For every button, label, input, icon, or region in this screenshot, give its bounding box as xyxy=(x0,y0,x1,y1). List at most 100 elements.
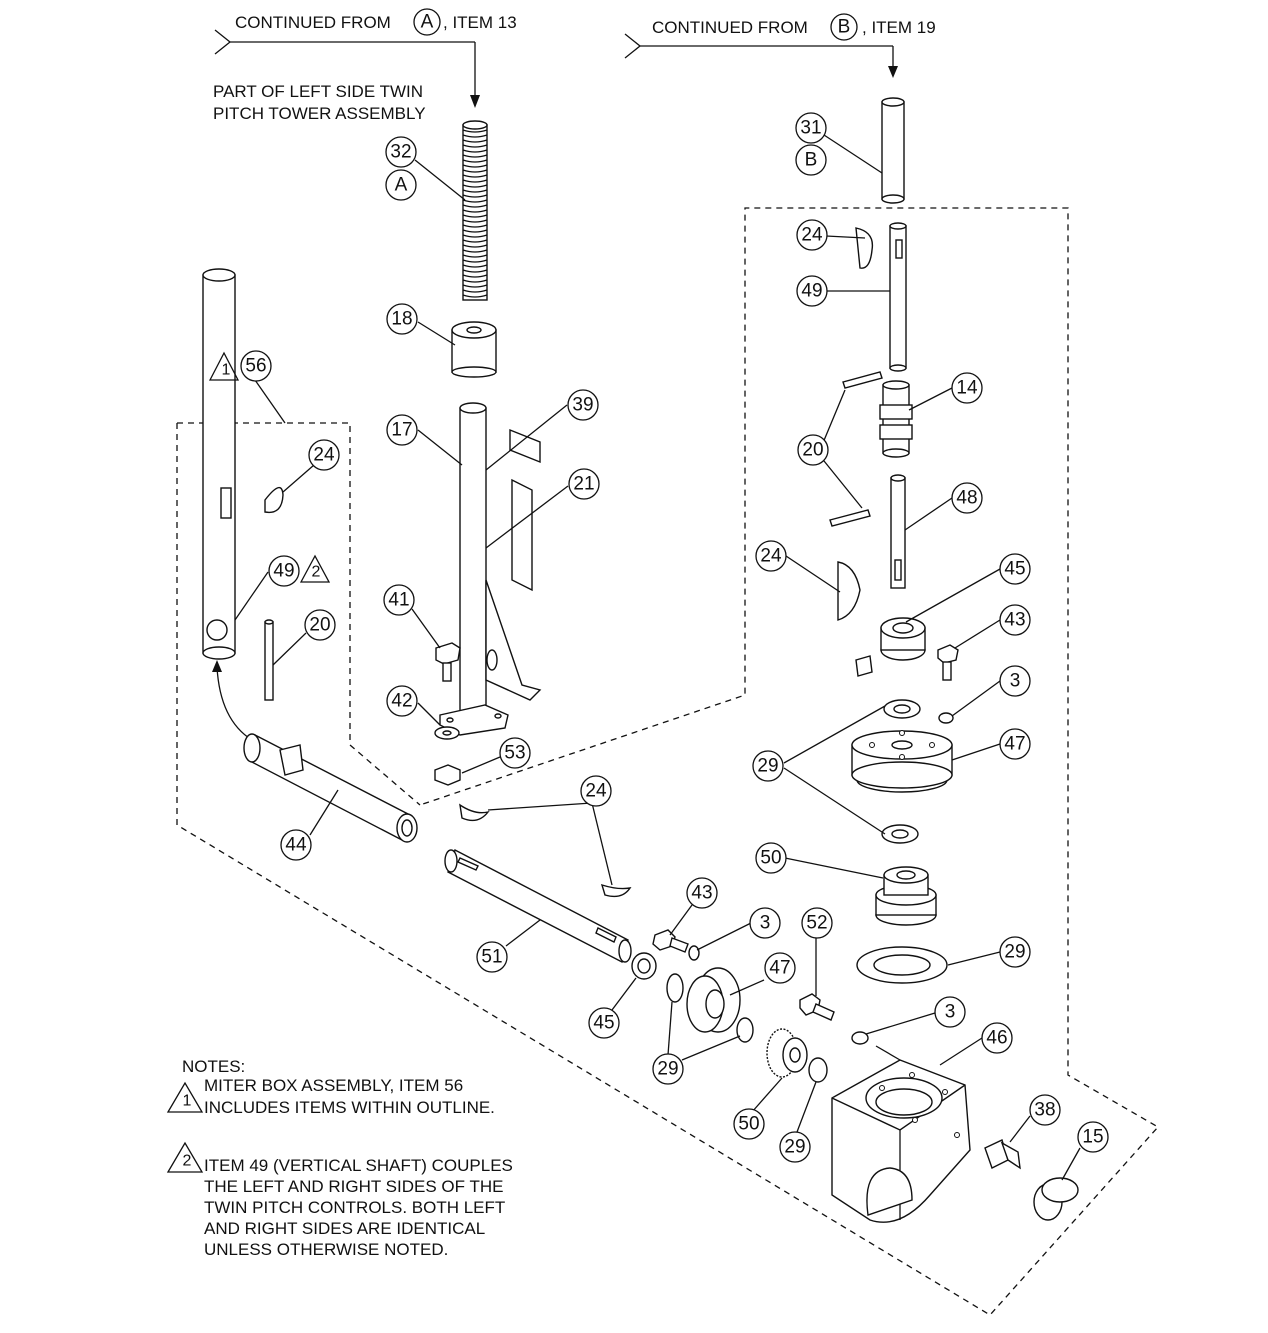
callout-number: 29 xyxy=(784,1137,805,1158)
miter-box-outline-left xyxy=(177,422,421,806)
cont-b-prefix: CONTINUED FROM xyxy=(652,18,808,37)
thread-line xyxy=(462,279,488,283)
callout-c43_low: 43 xyxy=(686,877,718,909)
callout-c18: 18 xyxy=(386,303,418,335)
threaded-rod-32 xyxy=(462,120,488,301)
callout-number: 21 xyxy=(573,474,594,495)
note2-triangle xyxy=(166,1141,204,1173)
callout-number: 17 xyxy=(391,420,412,441)
pin-20-lower xyxy=(829,509,871,527)
callout-number: 46 xyxy=(986,1028,1007,1049)
callout-number: 20 xyxy=(309,615,330,636)
key-24-b xyxy=(600,883,632,898)
cont-b-letter: B xyxy=(838,17,851,38)
shaft-51 xyxy=(444,803,632,964)
bolt-52 xyxy=(799,993,835,1021)
callout-number: 43 xyxy=(691,883,712,904)
callout-circle xyxy=(580,775,612,807)
callout-circle xyxy=(755,842,787,874)
callout-c46: 46 xyxy=(981,1022,1013,1054)
note2-tri-num: 2 xyxy=(183,1153,192,1170)
callout-circle xyxy=(999,665,1031,697)
callout-c43_right: 43 xyxy=(999,604,1031,636)
thread-line xyxy=(462,139,488,143)
vertical-shaft-49-right xyxy=(855,222,907,372)
thread-line xyxy=(462,169,488,173)
note1-line2: INCLUDES ITEMS WITHIN OUTLINE. xyxy=(204,1098,495,1117)
callout-c45_right: 45 xyxy=(999,553,1031,585)
triangle-49: 2 xyxy=(299,554,331,583)
callout-c52: 52 xyxy=(801,907,833,939)
thread-line xyxy=(462,189,488,193)
thread-line xyxy=(462,159,488,163)
callout-number: 39 xyxy=(572,395,593,416)
callout-c3_low: 3 xyxy=(749,907,781,939)
note2-line4: AND RIGHT SIDES ARE IDENTICAL xyxy=(204,1219,485,1238)
callout-circle xyxy=(568,468,600,500)
callout-number: 53 xyxy=(504,743,525,764)
thread-line xyxy=(462,269,488,273)
callout-number: 47 xyxy=(1004,734,1025,755)
callout-number: 32 xyxy=(390,142,411,163)
callout-c3_bot: 3 xyxy=(934,996,966,1028)
callout-circle xyxy=(796,219,828,251)
washer-29-bot xyxy=(808,1057,828,1083)
cont-a-prefix: CONTINUED FROM xyxy=(235,13,391,32)
callout-circle xyxy=(752,750,784,782)
washer-3-low xyxy=(688,945,700,961)
callout-number: 24 xyxy=(585,781,607,802)
callout-circle xyxy=(499,737,531,769)
callout-circle xyxy=(797,434,829,466)
bolt-43-right xyxy=(937,644,959,681)
thread-line xyxy=(462,289,488,293)
continuation-b: CONTINUED FROM B , ITEM 19 xyxy=(624,13,936,78)
leader-lines xyxy=(234,134,1081,1181)
cont-a-letter: A xyxy=(421,12,434,33)
continuation-a: CONTINUED FROM A , ITEM 13 xyxy=(214,8,517,108)
callout-c49_left: 49 xyxy=(268,555,300,587)
thread-line xyxy=(462,249,488,253)
callout-number: 29 xyxy=(1004,942,1025,963)
thread-line xyxy=(462,214,488,218)
callout-c29_bot: 29 xyxy=(779,1131,811,1163)
note2-line5: UNLESS OTHERWISE NOTED. xyxy=(204,1240,448,1259)
thread-line xyxy=(462,144,488,148)
callout-circle xyxy=(999,728,1031,760)
collar-45-right xyxy=(855,617,926,677)
key-24-top xyxy=(855,227,874,269)
callout-c47_right: 47 xyxy=(999,728,1031,760)
callout-number: 3 xyxy=(1010,671,1021,692)
callout-c20_right: 20 xyxy=(797,434,829,466)
thread-line xyxy=(462,149,488,153)
callout-circle xyxy=(308,439,340,471)
gear-50-upper xyxy=(875,866,937,926)
universal-joint-14 xyxy=(879,380,913,458)
callout-c32: 32 xyxy=(385,136,417,168)
callout-c24_mid: 24 xyxy=(755,540,787,572)
callout-circle xyxy=(386,303,418,335)
callout-c29_lower: 29 xyxy=(652,1053,684,1085)
callout-c24_bottom: 24 xyxy=(580,775,612,807)
callout-number: 42 xyxy=(391,691,412,712)
callout-number: 50 xyxy=(760,848,781,869)
callout-c24_top: 24 xyxy=(796,219,828,251)
flange-47-low xyxy=(686,967,741,1033)
key-24-mid xyxy=(837,561,861,621)
callout-number: 14 xyxy=(956,378,978,399)
note2-line3: TWIN PITCH CONTROLS. BOTH LEFT xyxy=(204,1198,505,1217)
thread-line xyxy=(462,224,488,228)
pin-20-upper xyxy=(842,371,883,389)
callout-circle xyxy=(304,609,336,641)
callout-circle xyxy=(733,1108,765,1140)
part-note-line2: PITCH TOWER ASSEMBLY xyxy=(213,104,426,123)
thread-line xyxy=(462,204,488,208)
callout-circle xyxy=(385,136,417,168)
thread-line xyxy=(462,219,488,223)
callout-c21: 21 xyxy=(568,468,600,500)
callout-number: 18 xyxy=(391,309,412,330)
callout-c44: 44 xyxy=(280,829,312,861)
callout-c24_left: 24 xyxy=(308,439,340,471)
thread-line xyxy=(462,284,488,288)
washer-3-bot xyxy=(851,1031,869,1045)
callout-circle xyxy=(280,829,312,861)
